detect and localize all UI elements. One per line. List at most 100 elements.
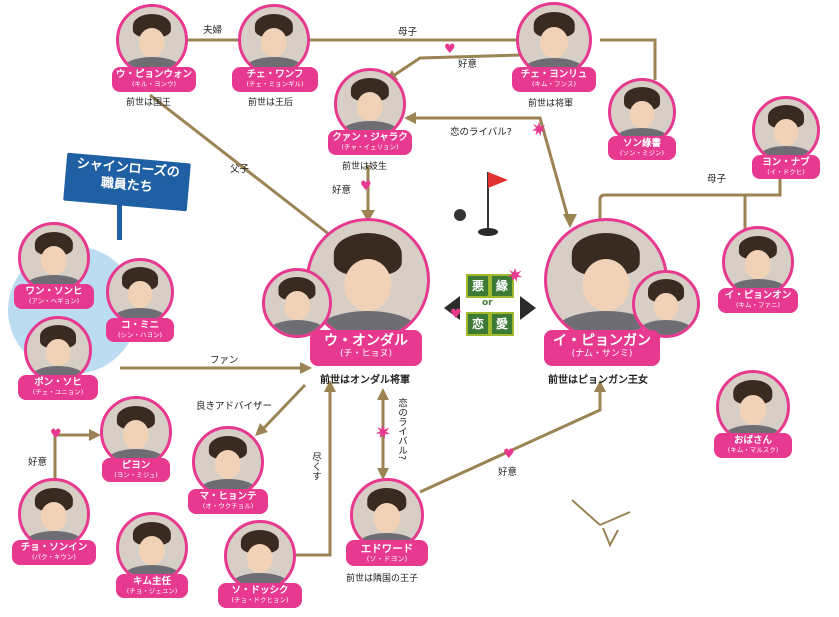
kim-shunin-portrait (116, 512, 188, 584)
i-pyongan-name-badge: イ・ピョンガン (ナム・サンミ) (544, 330, 660, 366)
character-so-dosik: ソ・ドッシク (チョ・ドクヒョン) (218, 520, 302, 612)
obasan-portrait (716, 370, 790, 444)
i-pyongon-name: イ・ピョンオン (724, 290, 792, 301)
pon-sohi-name: ポン・ソヒ (34, 377, 82, 388)
character-ma-hyonte: マ・ヒョンテ (オ・ウクチョル) (186, 426, 270, 516)
character-ko-mini: コ・ミニ (シン・ハヨン) (104, 258, 176, 344)
so-dosik-name-badge: ソ・ドッシク (チョ・ドクヒョン) (218, 583, 302, 608)
obasan-actor: (キム・マルスク) (727, 445, 779, 454)
choi-wanpu-name-badge: チェ・ワンフ (チェ・ミョンギル) (232, 67, 318, 92)
edward-actor: (ソ・ドヨン) (366, 555, 408, 564)
choi-yonryu-note: 前世は将軍 (528, 99, 574, 109)
son-suisho-name: ソン綠書 (622, 138, 661, 149)
yon-nabu-portrait (752, 96, 820, 164)
piyon-actor: (ヨン・ミジュ) (114, 470, 158, 479)
edward-name: エドワード (360, 543, 414, 555)
relation-boshi-right: 母子 (707, 174, 727, 185)
relation-tsukusu: 尽くす (310, 452, 321, 481)
ko-mini-portrait (106, 258, 174, 326)
banner-heart-icon: ♥ (450, 307, 462, 322)
i-pyongan-actor: (ナム・サンミ) (571, 349, 633, 360)
banner-char-ren: 恋 (466, 312, 490, 336)
heart-icon-kwan: ♥ (360, 179, 372, 194)
u-pyonwon-note: 前世は国王 (126, 98, 172, 108)
yon-nabu-name-badge: ヨン・ナブ (イ・ドクヒ) (752, 155, 820, 179)
wan-sonhi-actor: (アン・ヘギョン) (28, 296, 80, 305)
yon-nabu-name: ヨン・ナブ (762, 157, 810, 168)
cho-sonin-name-badge: チョ・ソンイン (パク・キウン) (12, 540, 96, 565)
heart-icon-edward: ♥ (503, 447, 515, 462)
heart-icon-top: ♥ (444, 42, 456, 57)
yon-nabu-actor: (イ・ドクヒ) (767, 167, 805, 176)
character-wan-sonhi: ワン・ソンヒ (アン・ヘギョン) (14, 222, 94, 312)
kim-shunin-name: キム主任 (132, 576, 171, 587)
i-pyongan-note: 前世はピョンガン王女 (548, 375, 648, 386)
character-obasan: おばさん (キム・マルスク) (712, 370, 794, 460)
u-pyonwon-actor: (キル・ヨンウ) (131, 79, 177, 88)
so-dosik-name: ソ・ドッシク (231, 585, 289, 596)
kim-shunin-name-badge: キム主任 (チョ・ジェユン) (116, 574, 188, 598)
choi-wanpu-actor: (チェ・ミョンギル) (246, 79, 304, 88)
character-son-suisho: ソン綠書 (ソン・ミジン) (604, 78, 680, 162)
wan-sonhi-name-badge: ワン・ソンヒ (アン・ヘギョン) (14, 284, 94, 309)
cho-sonin-actor: (パク・キウン) (32, 552, 76, 561)
banner-char-ai: 愛 (490, 312, 514, 336)
pon-sohi-portrait (24, 316, 92, 384)
character-choi-wanpu: チェ・ワンフ (チェ・ミョンギル) 前世は王后 (232, 4, 318, 112)
ko-mini-actor: (シン・ハヨン) (117, 330, 163, 339)
u-ondal-actor: (チ・ヒョヌ) (339, 349, 393, 360)
i-pyongan-name: イ・ピョンガン (553, 333, 651, 349)
u-pyonwon-portrait (116, 4, 188, 76)
banner-char-en: 縁 (490, 274, 514, 298)
choi-yonryu-name-badge: チェ・ヨンリュ (キム・フンス) (512, 67, 596, 92)
relation-fan: ファン (210, 355, 239, 366)
choi-yonryu-actor: (キム・フンス) (531, 79, 577, 88)
piyon-name: ピヨン (121, 460, 151, 471)
u-ondal-sub-portrait (262, 268, 332, 338)
cho-sonin-name: チョ・ソンイン (20, 542, 88, 553)
pon-sohi-name-badge: ポン・ソヒ (チェ・ユニョン) (18, 375, 98, 400)
so-dosik-actor: (チョ・ドクヒョン) (231, 595, 289, 604)
character-choi-yonryu: チェ・ヨンリュ (キム・フンス) 前世は将軍 (510, 2, 598, 112)
relation-koui-top: 好意 (458, 59, 478, 70)
u-pyonwon-name-badge: ウ・ピョンウォン (キル・ヨンウ) (112, 67, 196, 92)
choi-yonryu-name: チェ・ヨンリュ (520, 69, 588, 80)
i-pyongon-actor: (キム・ファニ) (735, 300, 781, 309)
character-kwan-jarak: クァン・ジャラク (チャ・イェリョン) 前世は妓生 (328, 68, 412, 172)
choi-wanpu-name: チェ・ワンフ (246, 69, 304, 80)
edward-name-badge: エドワード (ソ・ドヨン) (346, 540, 428, 566)
character-kim-shunin: キム主任 (チョ・ジェユン) (114, 512, 190, 602)
ma-hyonte-name-badge: マ・ヒョンテ (オ・ウクチョル) (188, 489, 268, 514)
relation-advisor: 良きアドバイザー (196, 401, 273, 412)
relation-fushi: 父子 (230, 164, 250, 175)
character-i-pyongan: イ・ピョンガン (ナム・サンミ) 前世はピョンガン王女 (540, 218, 700, 388)
piyon-name-badge: ピヨン (ヨン・ミジュ) (102, 458, 170, 482)
relation-rival-mid: 恋のライバル? (396, 398, 407, 461)
so-dosik-portrait (224, 520, 296, 592)
obasan-name-badge: おばさん (キム・マルスク) (714, 433, 792, 458)
character-piyon: ピヨン (ヨン・ミジュ) (98, 396, 174, 486)
ma-hyonte-name: マ・ヒョンテ (199, 491, 257, 502)
obasan-name: おばさん (733, 435, 772, 446)
banner-char-or: or (482, 298, 493, 308)
piyon-portrait (100, 396, 172, 468)
u-pyonwon-name: ウ・ピョンウォン (115, 69, 192, 80)
kwan-jarak-name: クァン・ジャラク (332, 132, 408, 143)
i-pyongon-name-badge: イ・ピョンオン (キム・ファニ) (718, 288, 798, 313)
character-edward: エドワード (ソ・ドヨン) 前世は隣国の王子 (340, 478, 434, 586)
character-yon-nabu: ヨン・ナブ (イ・ドクヒ) (748, 96, 824, 182)
relation-fuufu: 夫婦 (203, 25, 223, 36)
ko-mini-name: コ・ミニ (120, 320, 159, 331)
kim-shunin-actor: (チョ・ジェユン) (126, 586, 178, 595)
heart-icon-left: ♥ (50, 427, 62, 442)
relation-boshi-top: 母子 (398, 27, 418, 38)
character-i-pyongon: イ・ピョンオン (キム・ファニ) (716, 226, 800, 314)
character-u-pyonwon: ウ・ピョンウォン (キル・ヨンウ) 前世は国王 (112, 4, 196, 112)
edward-note: 前世は隣国の王子 (346, 574, 419, 584)
relation-koui-kwan: 好意 (332, 185, 352, 196)
son-suisho-actor: (ソン・ミジン) (619, 148, 665, 157)
character-u-ondal: ウ・オンダル (チ・ヒョヌ) 前世はオンダル将軍 (262, 218, 434, 388)
character-pon-sohi: ポン・ソヒ (チェ・ユニョン) (18, 316, 98, 404)
wan-sonhi-name: ワン・ソンヒ (25, 286, 83, 297)
u-ondal-name: ウ・オンダル (324, 333, 408, 349)
